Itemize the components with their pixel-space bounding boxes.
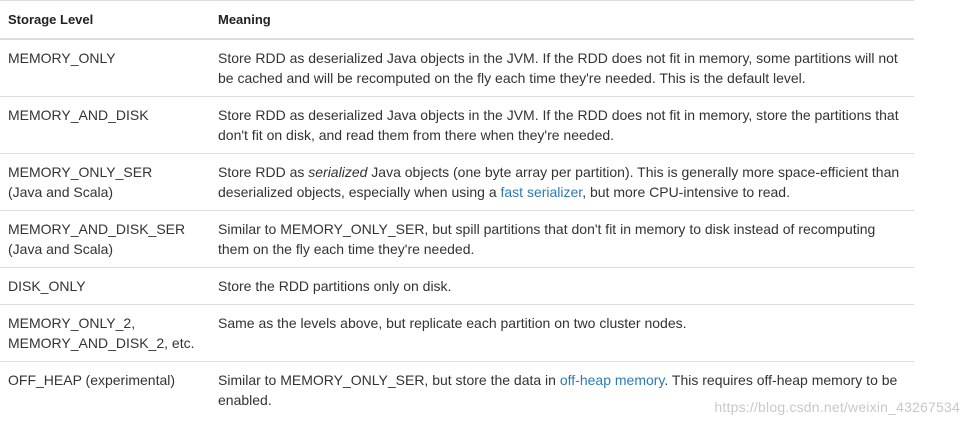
storage-level-cell: OFF_HEAP (experimental)	[0, 362, 210, 419]
meaning-cell: Store the RDD partitions only on disk.	[210, 267, 914, 305]
meaning-cell: Store RDD as deserialized Java objects i…	[210, 39, 914, 97]
storage-level-cell: MEMORY_ONLY_2, MEMORY_AND_DISK_2, etc.	[0, 304, 210, 362]
table-row: MEMORY_AND_DISK_SER (Java and Scala) Simil…	[0, 210, 914, 268]
table-row: MEMORY_ONLY_2, MEMORY_AND_DISK_2, etc. Sam…	[0, 304, 914, 362]
meaning-cell: Store RDD as deserialized Java objects i…	[210, 96, 914, 154]
storage-level-text: (Java and Scala)	[8, 184, 114, 200]
storage-level-text: (Java and Scala)	[8, 241, 114, 257]
storage-level-cell: DISK_ONLY	[0, 267, 210, 305]
meaning-text: Store the RDD partitions only on disk.	[218, 278, 452, 294]
header-meaning: Meaning	[210, 0, 914, 40]
storage-levels-table-container: Storage Level Meaning MEMORY_ONLY Store R…	[0, 0, 914, 418]
storage-level-cell: MEMORY_AND_DISK_SER (Java and Scala)	[0, 210, 210, 268]
storage-level-text: MEMORY_ONLY_SER	[8, 164, 153, 180]
table-row: MEMORY_AND_DISK Store RDD as deserialized…	[0, 96, 914, 154]
meaning-text: Similar to MEMORY_ONLY_SER, but store th…	[218, 372, 560, 388]
meaning-cell: Similar to MEMORY_ONLY_SER, but store th…	[210, 362, 914, 419]
meaning-cell: Similar to MEMORY_ONLY_SER, but spill pa…	[210, 210, 914, 268]
storage-level-cell: MEMORY_ONLY	[0, 39, 210, 97]
storage-level-text: MEMORY_AND_DISK_SER	[8, 221, 186, 237]
meaning-text: Store RDD as	[218, 164, 309, 180]
watermark-url: https://blog.csdn.net/weixin_43267534	[714, 399, 960, 415]
table-header: Storage Level Meaning	[0, 0, 914, 40]
table-row: MEMORY_ONLY_SER (Java and Scala) Store RDD…	[0, 153, 914, 211]
storage-levels-table: Storage Level Meaning MEMORY_ONLY Store R…	[0, 0, 914, 418]
meaning-text: Java objects (one byte array per partiti…	[218, 164, 900, 200]
storage-level-text: DISK_ONLY	[8, 278, 86, 294]
storage-level-cell: MEMORY_AND_DISK	[0, 96, 210, 154]
meaning-text: Store RDD as deserialized Java objects i…	[218, 50, 898, 86]
table-row: MEMORY_ONLY Store RDD as deserialized Jav…	[0, 39, 914, 97]
meaning-text: Store RDD as deserialized Java objects i…	[218, 107, 899, 143]
meaning-cell: Same as the levels above, but replicate …	[210, 304, 914, 362]
storage-level-cell: MEMORY_ONLY_SER (Java and Scala)	[0, 153, 210, 211]
header-storage-level: Storage Level	[0, 0, 210, 40]
storage-level-text: MEMORY_AND_DISK	[8, 107, 149, 123]
meaning-text: Same as the levels above, but replicate …	[218, 315, 687, 331]
table-row: DISK_ONLY Store the RDD partitions only o…	[0, 267, 914, 305]
storage-level-text: MEMORY_ONLY_2,	[8, 315, 136, 331]
meaning-cell: Store RDD as serialized Java objects (on…	[210, 153, 914, 211]
storage-level-text: MEMORY_ONLY	[8, 50, 116, 66]
storage-level-text: OFF_HEAP (experimental)	[8, 372, 176, 388]
meaning-text: . This requires off-heap memory to be en…	[218, 372, 898, 408]
storage-level-text: MEMORY_AND_DISK_2, etc.	[8, 335, 195, 351]
table-header-row: Storage Level Meaning	[0, 0, 914, 40]
meaning-link[interactable]: off-heap memory	[559, 372, 665, 388]
meaning-text: Similar to MEMORY_ONLY_SER, but spill pa…	[218, 221, 876, 257]
meaning-link[interactable]: fast serializer	[500, 184, 583, 200]
meaning-emphasis: serialized	[308, 164, 368, 180]
meaning-text: , but more CPU-intensive to read.	[582, 184, 790, 200]
table-row: OFF_HEAP (experimental) Similar to MEMORY…	[0, 362, 914, 419]
table-body: MEMORY_ONLY Store RDD as deserialized Jav…	[0, 39, 914, 418]
